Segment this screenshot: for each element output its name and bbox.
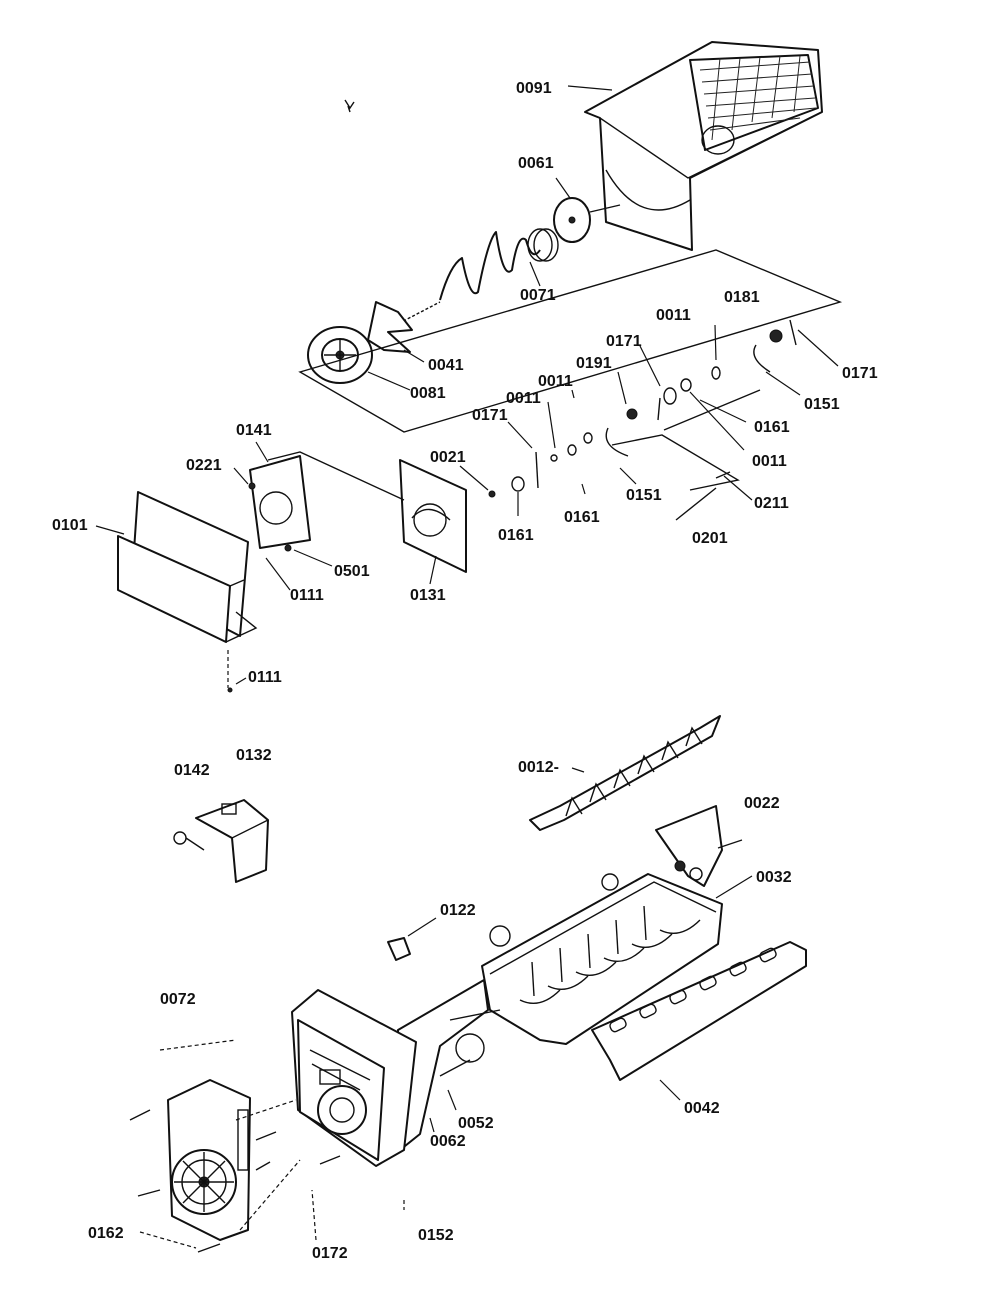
label-0131: 0131	[410, 587, 446, 604]
part-0022	[655, 805, 723, 887]
label-0122: 0122	[440, 902, 476, 919]
label-0171-a: 0171	[606, 333, 642, 350]
label-0211: 0211	[754, 495, 789, 512]
leaders-shaft	[459, 324, 839, 516]
front-cover	[117, 491, 258, 643]
leader-0061	[555, 177, 571, 199]
label-0191: 0191	[576, 355, 612, 372]
label-0042: 0042	[684, 1100, 720, 1117]
heater-0042	[591, 941, 807, 1081]
part-0122	[387, 917, 437, 961]
label-0181: 0181	[724, 289, 760, 306]
label-0072: 0072	[160, 991, 196, 1008]
label-0011-a: 0011	[656, 307, 691, 324]
auger-blade	[367, 301, 413, 353]
leaders-housing	[233, 441, 333, 591]
label-0022: 0022	[744, 795, 780, 812]
label-0052: 0052	[458, 1115, 494, 1132]
label-0132: 0132	[236, 747, 272, 764]
screws	[129, 1109, 341, 1253]
leaders-mid	[429, 1089, 457, 1133]
mark-icon	[344, 99, 355, 113]
auger-spring	[439, 231, 541, 301]
leader-0032	[715, 875, 753, 899]
auger-frame	[298, 249, 843, 433]
auger-wheel	[307, 326, 373, 384]
label-0111-a: 0111	[290, 587, 324, 604]
label-0032: 0032	[756, 869, 792, 886]
label-0201: 0201	[692, 530, 728, 547]
label-0151-a: 0151	[804, 396, 840, 413]
leader-0091	[567, 85, 613, 91]
leader-0101	[95, 525, 125, 535]
motor-housing	[248, 451, 405, 552]
label-0171-b: 0171	[842, 365, 878, 382]
label-0071: 0071	[520, 287, 556, 304]
label-0161-c: 0161	[564, 509, 600, 526]
label-0161-a: 0161	[754, 419, 790, 436]
auger-flange	[553, 197, 621, 243]
label-0152: 0152	[418, 1227, 454, 1244]
label-0151-b: 0151	[626, 487, 662, 504]
label-0111-b: 0111	[248, 669, 282, 686]
label-0012: 0012-	[518, 759, 559, 776]
motor-module	[167, 1079, 251, 1241]
leader-0022	[717, 839, 743, 849]
label-0221: 0221	[186, 457, 222, 474]
ejector-blade-0012	[529, 715, 721, 831]
label-0081: 0081	[410, 385, 446, 402]
leader-0041	[403, 349, 425, 363]
label-0501: 0501	[334, 563, 370, 580]
label-0101: 0101	[52, 517, 88, 534]
bracket-0132	[173, 799, 269, 883]
ice-mold-0032	[481, 873, 723, 1045]
label-0172: 0172	[312, 1245, 348, 1262]
leaders-lower	[139, 1039, 405, 1249]
label-0021: 0021	[430, 449, 466, 466]
leader-0131	[429, 555, 437, 585]
control-housing	[291, 989, 417, 1167]
shaft-parts	[488, 319, 797, 521]
label-0011-d: 0011	[506, 390, 541, 407]
label-0011-c: 0011	[538, 373, 573, 390]
label-0141: 0141	[236, 422, 272, 439]
leader-0042	[659, 1079, 681, 1101]
label-0062: 0062	[430, 1133, 466, 1150]
leader-0071	[529, 261, 541, 287]
leader-0081	[367, 371, 411, 391]
label-0162: 0162	[88, 1225, 124, 1242]
label-0142: 0142	[174, 762, 210, 779]
label-0161-b: 0161	[498, 527, 534, 544]
auger-ring	[527, 228, 559, 262]
mounting-plate	[399, 459, 467, 573]
label-0011-b: 0011	[752, 453, 787, 470]
leader-0111b	[235, 677, 247, 685]
label-0171-c: 0171	[472, 407, 508, 424]
label-0061: 0061	[518, 155, 554, 172]
ice-bucket	[584, 41, 823, 251]
label-0041: 0041	[428, 357, 464, 374]
label-0091: 0091	[516, 80, 552, 97]
